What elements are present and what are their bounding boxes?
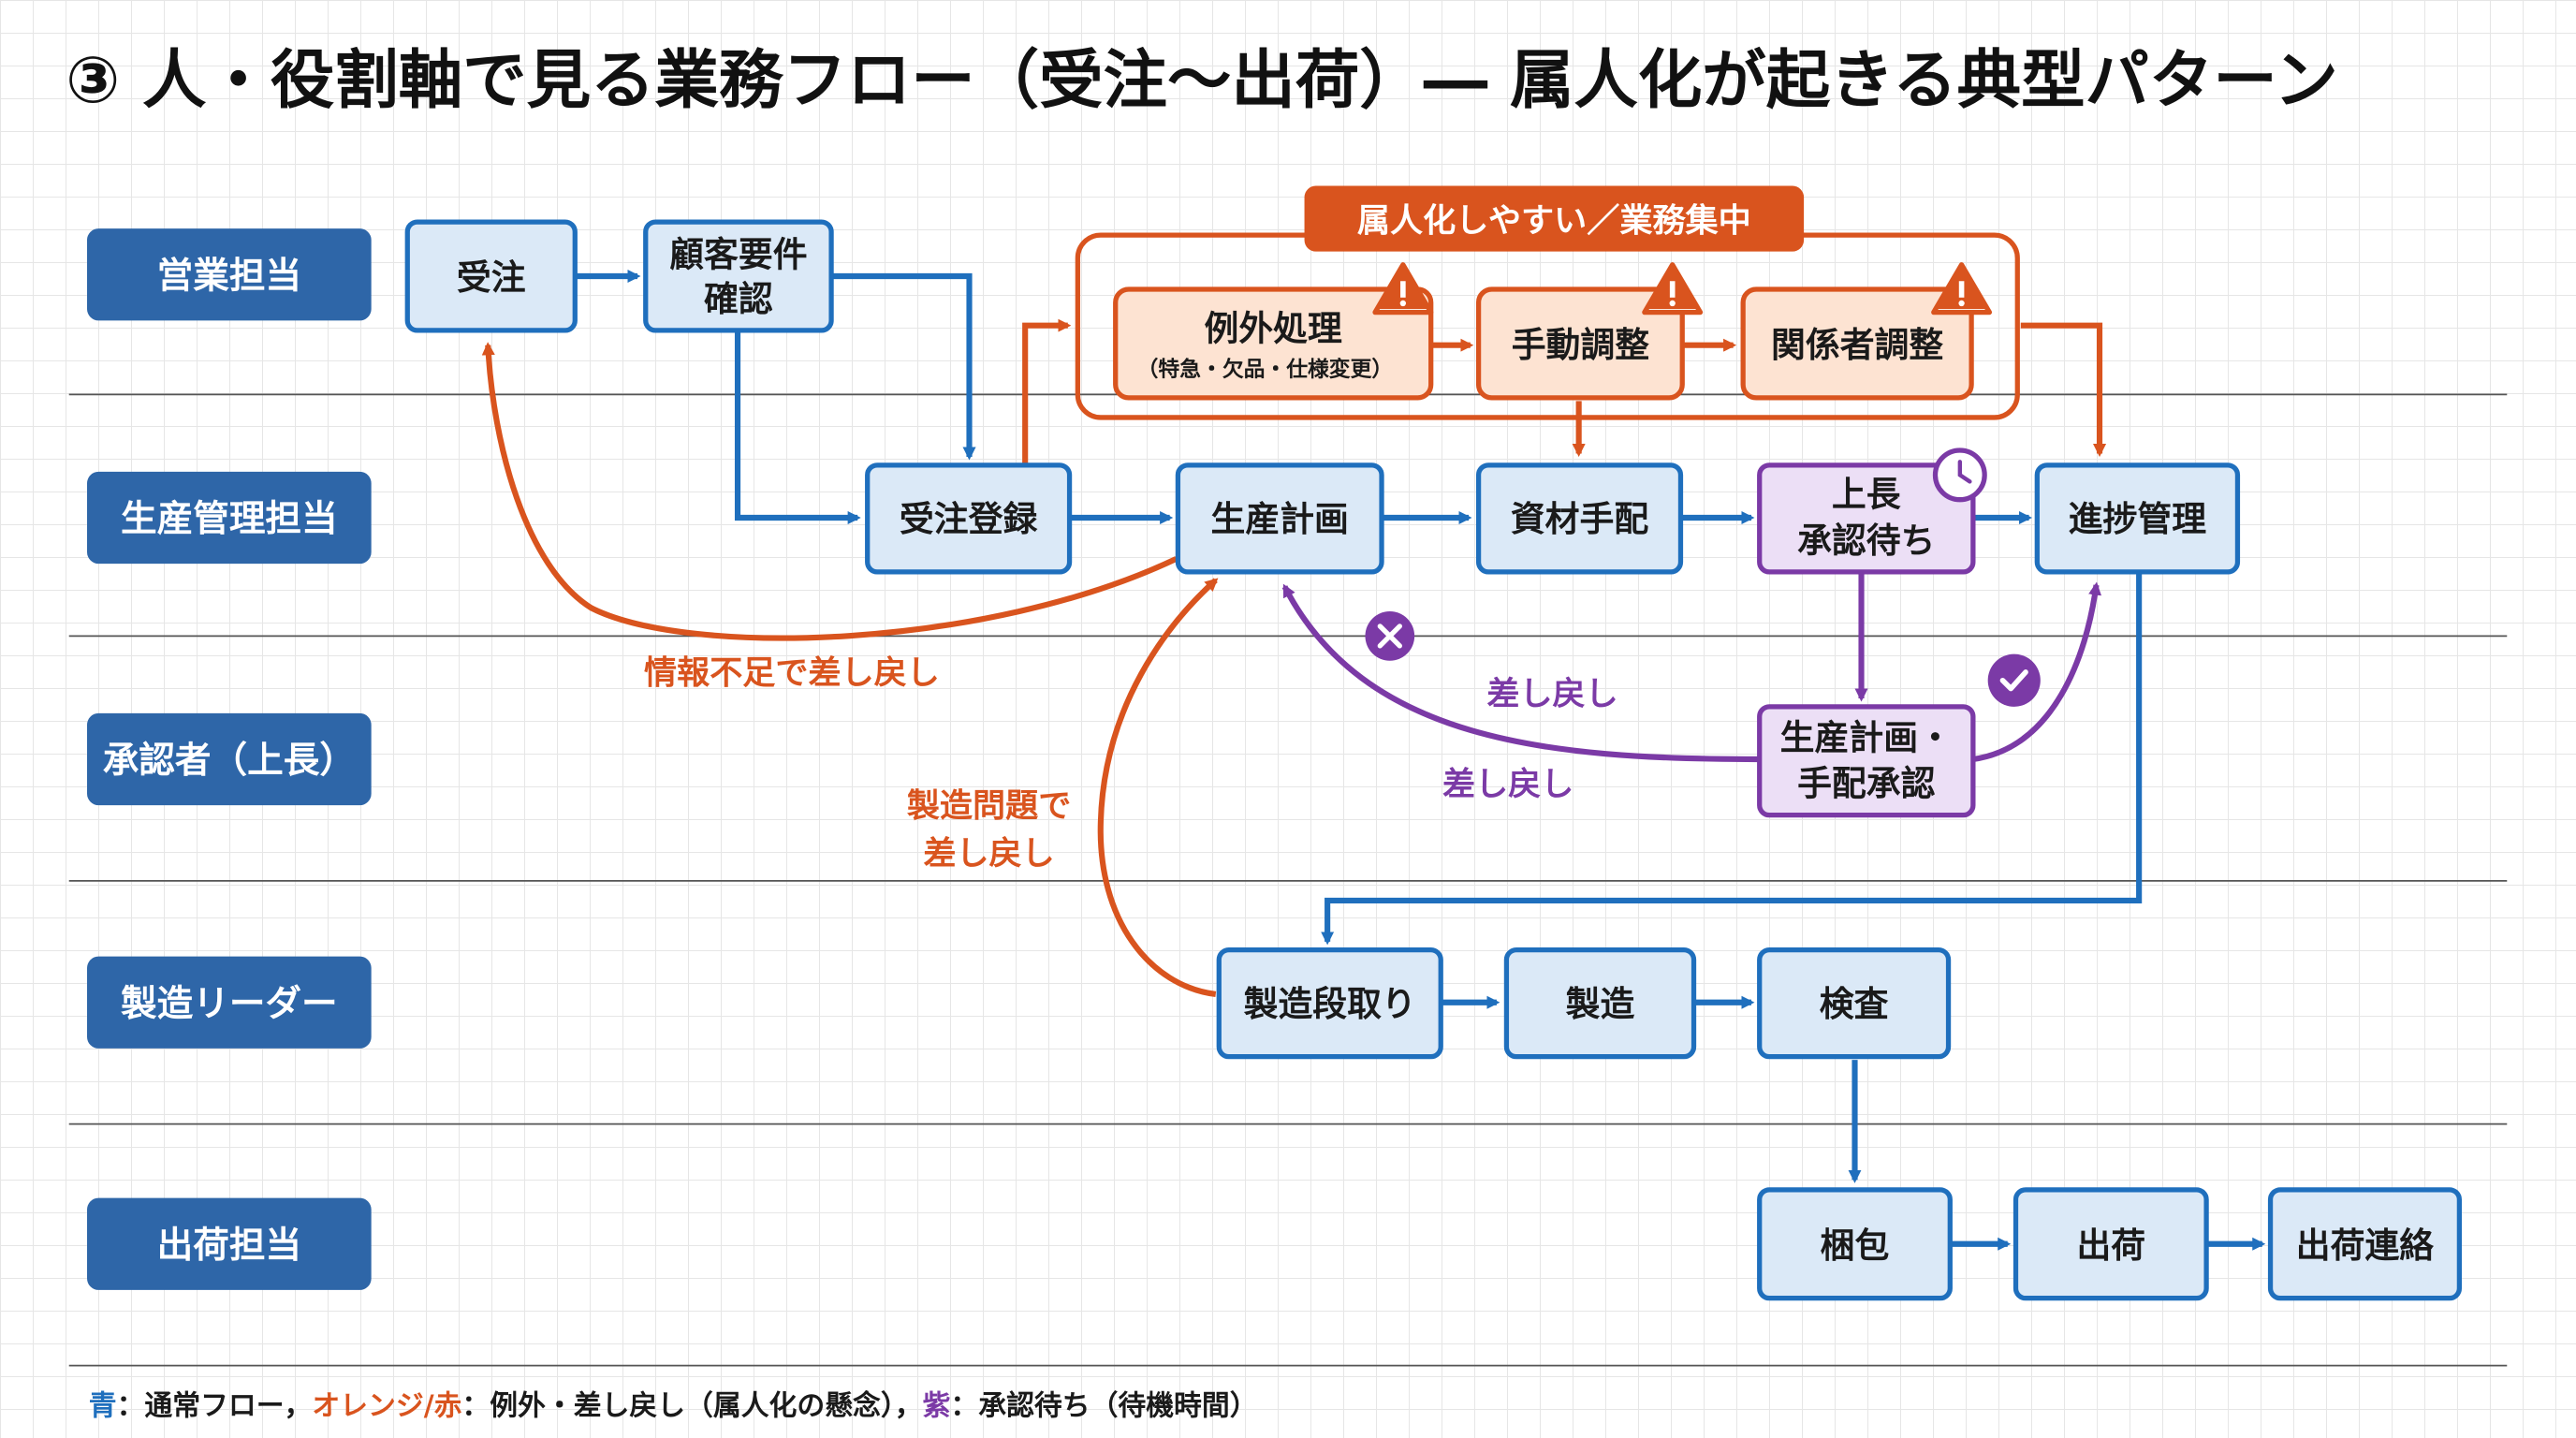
node-label: 製造段取り xyxy=(1244,984,1416,1024)
node-label: 確認 xyxy=(704,279,773,319)
node-shudou-chousei[interactable]: 手動調整 xyxy=(1475,286,1685,401)
edges xyxy=(481,269,2266,1251)
label-info-shortage: 情報不足で差し戻し xyxy=(644,653,940,692)
node-kankeisha-chousei[interactable]: 関係者調整 xyxy=(1740,286,1974,401)
legend-blue-key: 青 xyxy=(89,1389,117,1422)
lane-shipping: 出荷担当 xyxy=(87,1197,372,1290)
lane-production-control: 生産管理担当 xyxy=(87,471,372,565)
node-shukka[interactable]: 出荷 xyxy=(2012,1187,2209,1301)
legend-purple-desc: ：承認待ち（待機時間） xyxy=(950,1389,1257,1422)
lane-approver: 承認者（上長） xyxy=(87,712,372,806)
edge-info-shortage-sendback xyxy=(481,342,1178,641)
node-label: 顧客要件 xyxy=(669,234,807,274)
node-label: 製造 xyxy=(1566,984,1635,1024)
node-joucho-shounin-machi[interactable]: 上長 承認待ち xyxy=(1757,462,1976,575)
node-kokyaku-kakunin[interactable]: 顧客要件 確認 xyxy=(643,219,834,333)
node-reigai-shori[interactable]: 例外処理 （特急・欠品・仕様変更） xyxy=(1113,286,1434,401)
edge-shounin-sendback xyxy=(1281,583,1760,763)
edge-shinchoku-to-dandori xyxy=(1321,573,2143,946)
exception-group: 属人化しやすい／業務集中 xyxy=(1075,185,2020,420)
warning-icon xyxy=(1372,262,1434,315)
exception-banner-text: 属人化しやすい／業務集中 xyxy=(1357,202,1751,241)
node-shizai-tehai[interactable]: 資材手配 xyxy=(1475,462,1684,575)
node-label: 手配承認 xyxy=(1797,764,1936,804)
node-label: 出荷連絡 xyxy=(2296,1225,2435,1266)
node-kensa[interactable]: 検査 xyxy=(1757,946,1952,1060)
edge-manufacturing-sendback xyxy=(1097,578,1219,998)
legend-purple-key: 紫 xyxy=(923,1389,951,1422)
node-label: 生産計画・ xyxy=(1780,717,1953,757)
node-label: 受注登録 xyxy=(900,499,1039,539)
legend: 青：通常フロー，オレンジ/赤：例外・差し戻し（属人化の懸念），紫：承認待ち（待機… xyxy=(89,1389,1258,1422)
edge-kokyaku-to-touroku-2 xyxy=(734,331,861,525)
node-label: 資材手配 xyxy=(1511,499,1649,539)
lane-label: 承認者（上長） xyxy=(103,740,356,782)
node-label: 例外処理 xyxy=(1205,308,1343,348)
node-seisan-tehai-shounin[interactable]: 生産計画・ 手配承認 xyxy=(1757,704,1976,818)
legend-orange-desc: ：例外・差し戻し（属人化の懸念）， xyxy=(461,1389,922,1422)
page-title: ③ 人・役割軸で見る業務フロー（受注〜出荷）― 属人化が起きる典型パターン xyxy=(66,43,2338,118)
node-label: 手動調整 xyxy=(1512,325,1650,365)
edge-group-to-shinchoku xyxy=(2020,322,2107,458)
node-shukka-renraku[interactable]: 出荷連絡 xyxy=(2267,1187,2463,1301)
node-shinchoku-kanri[interactable]: 進捗管理 xyxy=(2034,462,2241,575)
reject-x-icon xyxy=(1365,611,1415,661)
node-label: 検査 xyxy=(1820,984,1889,1024)
node-juchu[interactable]: 受注 xyxy=(404,219,578,333)
lane-label: 生産管理担当 xyxy=(121,498,338,540)
warning-icon xyxy=(1642,262,1704,315)
label-manufacturing-sendback-2: 差し戻し xyxy=(923,834,1054,873)
node-sublabel: （特急・欠品・仕様変更） xyxy=(1137,357,1394,382)
lane-label: 製造リーダー xyxy=(121,983,338,1025)
lane-sales: 営業担当 xyxy=(87,228,372,321)
lane-label: 営業担当 xyxy=(157,255,301,297)
exception-banner xyxy=(1304,185,1805,252)
label-sendback-lower: 差し戻し xyxy=(1442,766,1573,804)
lane-label: 出荷担当 xyxy=(157,1225,301,1267)
node-label: 進捗管理 xyxy=(2069,499,2207,539)
node-label: 関係者調整 xyxy=(1771,325,1943,365)
clock-icon xyxy=(1932,448,1987,503)
node-label: 出荷 xyxy=(2076,1225,2145,1266)
node-label: 生産計画 xyxy=(1211,499,1349,539)
label-sendback-upper: 差し戻し xyxy=(1486,675,1617,713)
node-juchu-touroku[interactable]: 受注登録 xyxy=(865,462,1073,575)
legend-blue-desc: ：通常フロー， xyxy=(117,1389,313,1422)
lane-manufacturing-leader: 製造リーダー xyxy=(87,956,372,1049)
node-label: 梱包 xyxy=(1821,1225,1890,1266)
node-seizou[interactable]: 製造 xyxy=(1503,946,1697,1060)
legend-orange-key: オレンジ/赤 xyxy=(312,1389,461,1422)
edge-kokyaku-to-touroku xyxy=(831,272,976,461)
warning-icon xyxy=(1931,262,1993,315)
approve-check-icon xyxy=(1987,653,2041,707)
edge-touroku-to-reigai xyxy=(1022,318,1072,464)
node-seizou-dandori[interactable]: 製造段取り xyxy=(1216,946,1443,1060)
node-label: 承認待ち xyxy=(1797,521,1935,561)
edge-shounin-to-shinchoku xyxy=(1972,581,2102,763)
node-label: 上長 xyxy=(1832,475,1901,515)
node-seisan-keikaku[interactable]: 生産計画 xyxy=(1175,462,1384,575)
node-label: 受注 xyxy=(457,257,526,298)
node-konpou[interactable]: 梱包 xyxy=(1757,1187,1953,1301)
label-manufacturing-sendback: 製造問題で xyxy=(907,786,1071,825)
